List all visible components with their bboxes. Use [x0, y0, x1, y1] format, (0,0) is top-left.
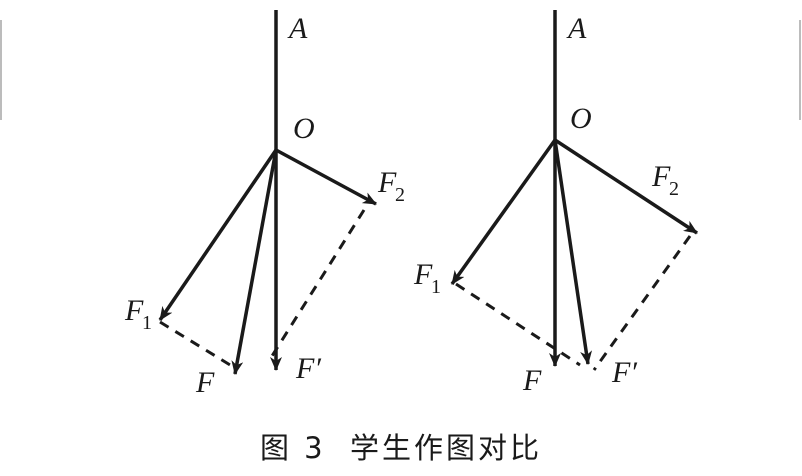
right-label-F2-subscript: 2 — [669, 178, 679, 200]
left-label-F2-subscript: 2 — [395, 184, 405, 206]
left-label-F1-subscript: 1 — [142, 312, 152, 334]
left-label-F-prime: F′ — [295, 352, 321, 385]
right-vector-F2 — [554, 138, 698, 235]
left-label-F1: F — [124, 294, 144, 327]
right-label-F1-subscript: 1 — [431, 276, 441, 298]
right-vector-F1 — [450, 138, 557, 286]
right-label-O: O — [570, 102, 592, 135]
left-vector-F1 — [158, 149, 278, 321]
right-label-F2: F — [651, 160, 671, 193]
right-label-A: A — [566, 12, 587, 45]
left-vector-F — [231, 149, 278, 375]
right-diagram — [450, 10, 698, 371]
left-label-F2: F — [377, 166, 397, 199]
left-label-O: O — [293, 112, 315, 145]
figure-caption: 图 3 学生作图对比 — [260, 431, 542, 465]
left-dashed-F2-to-F — [270, 209, 366, 357]
left-vector-F2 — [275, 148, 377, 206]
right-label-F-prime: F′ — [611, 356, 637, 389]
left-label-A: A — [287, 12, 308, 45]
right-dashed-F1-to-F — [455, 282, 581, 367]
right-vector-F-prime — [553, 139, 593, 365]
left-label-F: F — [195, 366, 215, 399]
right-label-F1: F — [413, 258, 433, 291]
right-dashed-F2-to-F — [592, 235, 692, 371]
left-diagram — [158, 10, 377, 375]
right-label-F: F — [522, 364, 542, 397]
left-dashed-F1-to-F — [159, 320, 236, 370]
